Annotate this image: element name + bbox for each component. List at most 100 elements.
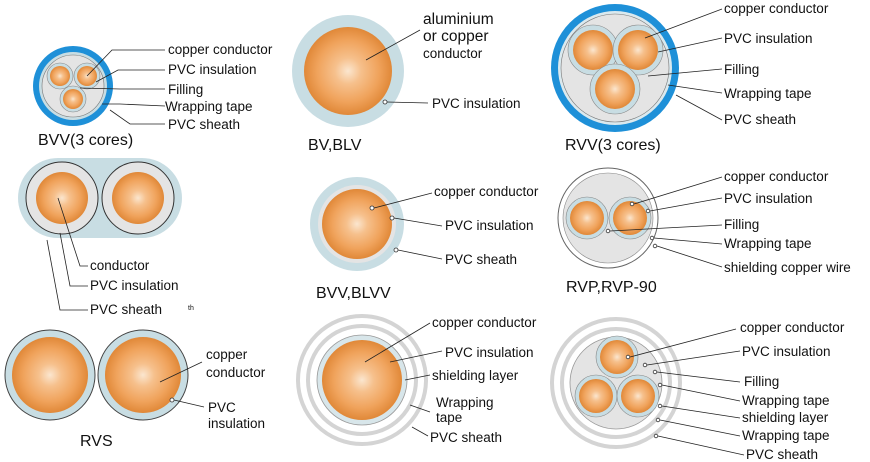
- leader-line: [656, 245, 723, 268]
- leader-line: [109, 109, 165, 125]
- leader-line: [404, 374, 431, 381]
- leader-line: [661, 384, 741, 402]
- leader-line: [159, 361, 203, 383]
- label-insulation: insulation: [208, 416, 265, 431]
- label-pvc-insulation: PVC insulation: [90, 278, 179, 293]
- leader-line: [653, 237, 723, 245]
- leader-line: [393, 217, 443, 227]
- label-pvc-sheath: PVC sheath: [445, 252, 517, 267]
- flat-twin-cable-diagram: conductor PVC insulation PVC sheath th: [18, 158, 194, 317]
- leader-dot: [605, 228, 611, 234]
- flat-conductor: [36, 172, 88, 224]
- label-copper-conductor: copper conductor: [434, 184, 539, 199]
- label-pvc-insulation: PVC insulation: [742, 344, 831, 359]
- label-wrapping-tape: Wrapping tape: [724, 236, 812, 251]
- leader-line: [57, 197, 88, 267]
- leader-line: [659, 419, 741, 437]
- shield3-conductor: [579, 379, 613, 413]
- label-wrapping-tape: Wrapping tape: [724, 86, 812, 101]
- shield3-conductor: [600, 340, 634, 374]
- leader-dot: [645, 208, 651, 214]
- leader-dot: [389, 215, 395, 221]
- leader-line: [661, 405, 741, 419]
- label-shielding-copper-wire: shielding copper wire: [724, 260, 851, 275]
- leader-line: [411, 426, 429, 437]
- label-pvc: PVC: [208, 400, 236, 415]
- leader-dot: [169, 397, 175, 403]
- leader-line: [657, 435, 745, 456]
- leader-line: [667, 84, 723, 94]
- label-pvc-sheath: PVC sheath: [746, 447, 818, 462]
- rvp-conductor: [570, 201, 604, 235]
- leader-line: [649, 197, 723, 212]
- leader-dot: [625, 354, 631, 360]
- leader-line: [365, 29, 421, 61]
- leader-line: [657, 37, 723, 53]
- leader-line: [95, 69, 165, 83]
- shielded-three-core-diagram: copper conductor PVC insulation Filling …: [550, 317, 845, 462]
- leader-line: [675, 94, 723, 121]
- label-pvc-insulation: PVC insulation: [168, 62, 257, 77]
- title-rvv-3-cores: RVV(3 cores): [565, 137, 661, 154]
- bvv-blvv-diagram: copper conductor PVC insulation PVC shea…: [310, 177, 539, 302]
- label-filling: Filling: [724, 217, 759, 232]
- label-pvc-insulation: PVC insulation: [724, 191, 813, 206]
- title-bvv-blvv: BVV,BLVV: [316, 285, 391, 302]
- leader-line: [102, 103, 166, 107]
- leader-line: [609, 224, 723, 232]
- rvp-rvp-90-diagram: copper conductor PVC insulation Filling …: [557, 167, 851, 296]
- leader-dot: [652, 369, 658, 375]
- label-pvc-insulation: PVC insulation: [724, 31, 813, 46]
- leader-dot: [657, 403, 663, 409]
- title-bv-blv: BV,BLV: [308, 137, 362, 154]
- bvv3-conductor: [63, 89, 83, 109]
- leader-line: [397, 249, 443, 260]
- leader-dot: [653, 433, 659, 439]
- leader-line: [629, 328, 737, 358]
- label-wrapping-tape: Wrapping tape: [165, 99, 253, 114]
- label-copper-conductor: copper conductor: [724, 1, 829, 16]
- leader-dot: [649, 235, 655, 241]
- bvv-3-cores-diagram: copper conductor PVC insulation Filling …: [33, 42, 273, 149]
- label-copper-conductor: copper conductor: [724, 169, 829, 184]
- label-shielding-layer: shielding layer: [432, 368, 519, 383]
- leader-line: [79, 87, 165, 90]
- label-pvc-sheath: PVC sheath: [168, 117, 240, 132]
- label-filling: Filling: [744, 374, 779, 389]
- rvp-conductor: [613, 201, 647, 235]
- label-copper: copper: [206, 347, 248, 362]
- label-pvc-insulation: PVC insulation: [432, 96, 521, 111]
- leader-line: [86, 49, 165, 77]
- label-shielding-layer: shielding layer: [742, 410, 829, 425]
- leader-line: [647, 68, 723, 77]
- leader-line: [409, 404, 431, 413]
- label-copper-conductor: copper conductor: [168, 42, 273, 57]
- title-rvs: RVS: [80, 433, 113, 450]
- leader-line: [59, 232, 88, 287]
- label-aluminium: aluminium: [423, 11, 494, 28]
- bv-blv-diagram: aluminium or copper conductor PVC insula…: [292, 11, 521, 154]
- rvv3-conductor: [618, 30, 658, 70]
- label-copper-conductor: copper conductor: [740, 320, 845, 335]
- rvs-conductor: [105, 337, 181, 413]
- bvv-conductor: [322, 189, 392, 259]
- label-conductor: conductor: [90, 258, 150, 273]
- leader-line: [633, 176, 723, 205]
- label-or-copper: or copper: [423, 28, 488, 45]
- label-wrapping-tape: Wrapping tape: [742, 428, 830, 443]
- leader-line: [656, 371, 741, 383]
- leader-line: [389, 350, 443, 363]
- label-copper-conductor: copper conductor: [432, 315, 537, 330]
- leader-line: [364, 322, 431, 363]
- shield3-conductor: [621, 379, 655, 413]
- shield1-conductor: [322, 340, 402, 420]
- leader-dot: [642, 362, 648, 368]
- leader-line: [646, 350, 741, 366]
- bv-conductor: [304, 27, 392, 115]
- leader-dot: [655, 417, 661, 423]
- leader-dot: [652, 243, 658, 249]
- leader-dot: [382, 99, 388, 105]
- label-pvc-insulation: PVC insulation: [445, 345, 534, 360]
- leader-line: [386, 101, 429, 104]
